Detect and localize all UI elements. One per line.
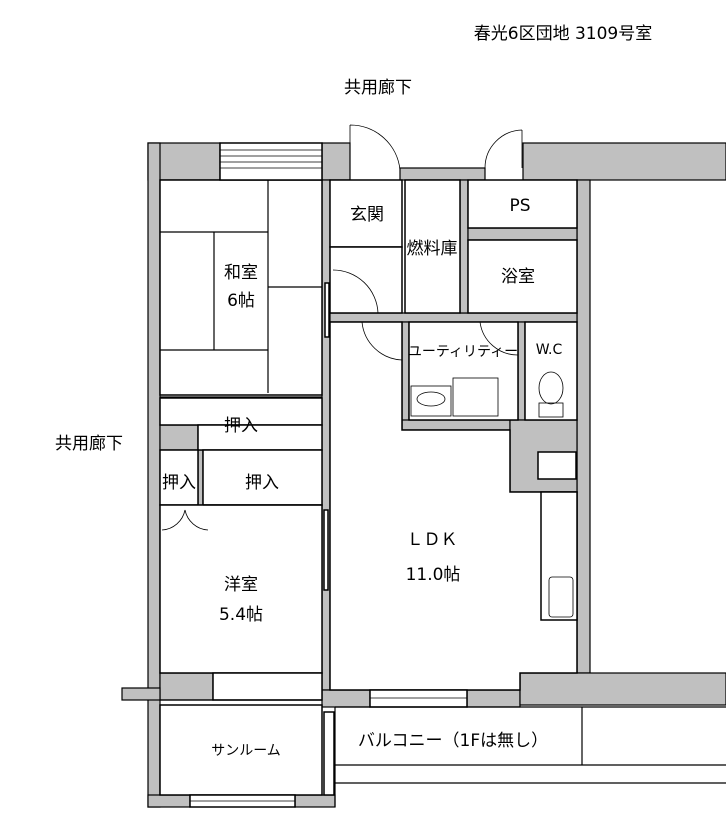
oshiire-right-label: 押入 — [245, 473, 279, 493]
wc-label: W.C — [536, 342, 563, 358]
toilet-icon — [538, 371, 564, 405]
room-genkan — [329, 179, 403, 248]
balcony — [334, 706, 726, 807]
walls — [121, 142, 726, 808]
fuel-storage-label: 燃料庫 — [407, 239, 458, 259]
room-bathroom — [467, 239, 578, 314]
room-oshiire-upper — [159, 397, 323, 426]
ldk-size: 11.0帖 — [406, 565, 461, 585]
room-utility — [408, 321, 519, 421]
sunroom-label: サンルーム — [211, 743, 281, 759]
sink-icon — [548, 576, 574, 618]
youshitsu-label: 洋室 — [224, 575, 258, 595]
washing-machine-icon — [452, 377, 499, 417]
oshiire-upper-label: 押入 — [224, 416, 258, 436]
genkan-label: 玄関 — [350, 205, 384, 225]
corridor-top-label: 共用廊下 — [344, 78, 412, 98]
bathroom-label: 浴室 — [501, 267, 535, 287]
room-wc — [524, 321, 578, 421]
fridge-space — [537, 451, 577, 480]
windows — [160, 142, 468, 808]
room-fuel-storage — [404, 179, 461, 314]
kitchen-counter — [540, 491, 578, 621]
tatami-lines — [160, 180, 322, 393]
ldk-label: ＬＤＫ — [407, 530, 458, 550]
room-oshiire-right — [202, 449, 323, 506]
washitsu-size: 6帖 — [227, 291, 255, 311]
ps-label: PS — [509, 196, 530, 216]
doors — [161, 124, 523, 531]
washbasin-icon — [410, 385, 452, 417]
balcony-label: バルコニー（1Fは無し） — [358, 731, 548, 751]
oshiire-left-label: 押入 — [162, 473, 196, 493]
utility-label: ユーティリティー — [408, 344, 518, 360]
washitsu-label: 和室 — [224, 263, 258, 283]
room-ps — [467, 179, 578, 229]
corridor-left-label: 共用廊下 — [55, 434, 123, 454]
youshitsu-size: 5.4帖 — [219, 605, 263, 625]
unit-title: 春光6区団地 3109号室 — [474, 24, 652, 44]
room-oshiire-left — [159, 449, 199, 506]
room-sunroom — [159, 704, 323, 796]
